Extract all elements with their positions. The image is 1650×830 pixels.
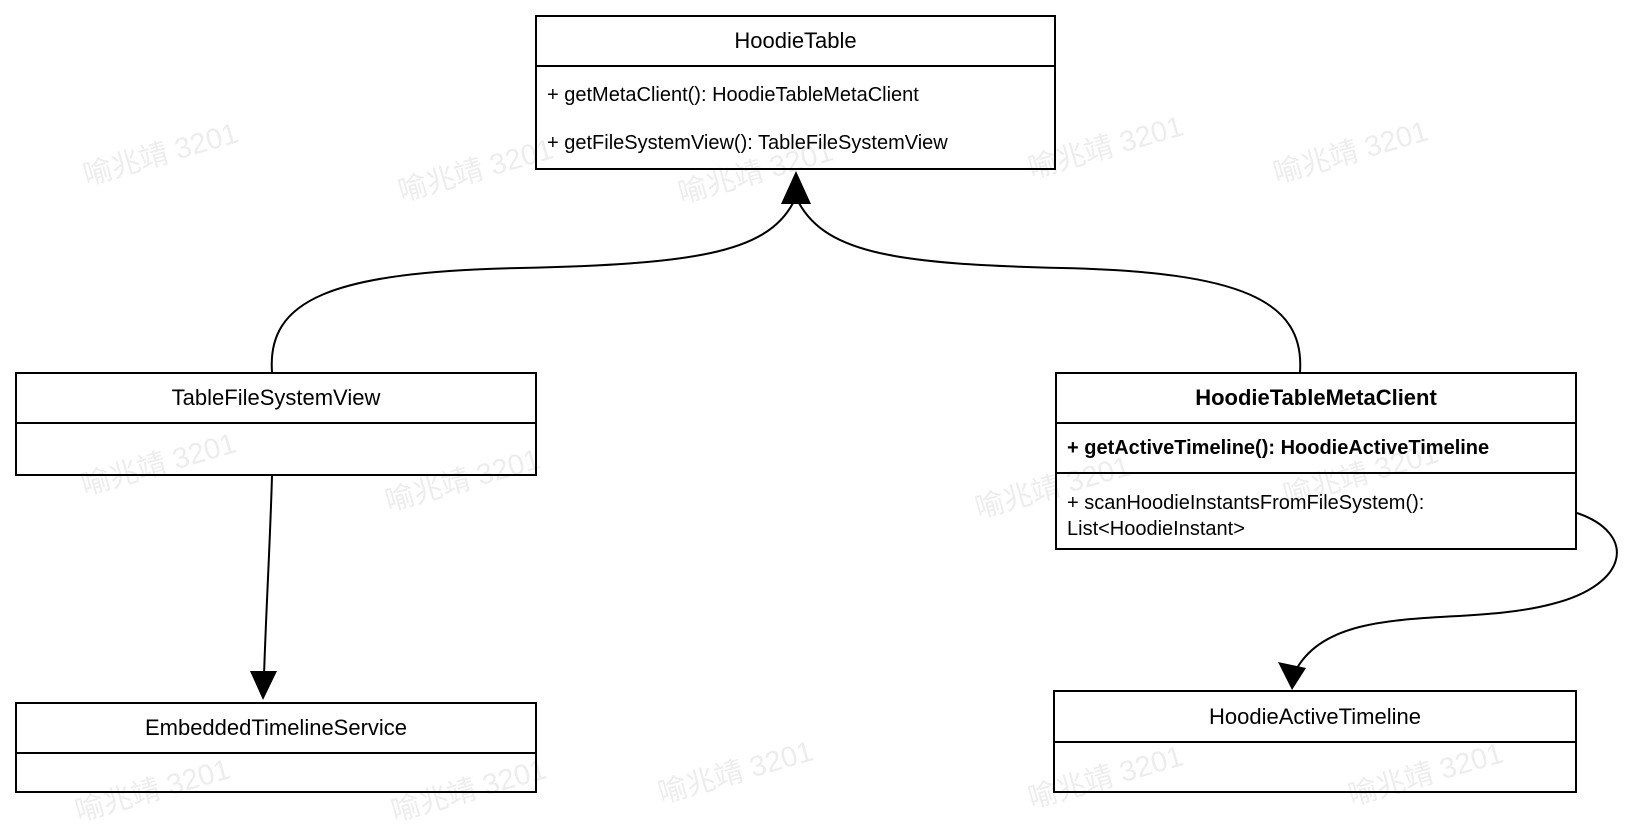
class-box-hoodie-table: HoodieTable + getMetaClient(): HoodieTab… — [535, 15, 1056, 170]
class-box-hoodie-active-timeline: HoodieActiveTimeline — [1053, 690, 1577, 793]
class-method: + getMetaClient(): HoodieTableMetaClient — [547, 83, 919, 106]
watermark-text: 喻兆靖 3201 — [654, 735, 817, 811]
class-methods: + getMetaClient(): HoodieTableMetaClient… — [537, 67, 1054, 167]
class-title: HoodieTable — [537, 17, 1054, 67]
class-title: EmbeddedTimelineService — [17, 704, 535, 754]
class-method: + scanHoodieInstantsFromFileSystem(): Li… — [1067, 492, 1425, 540]
watermark-text: 喻兆靖 3201 — [79, 117, 242, 193]
class-title: TableFileSystemView — [17, 374, 535, 424]
class-method: + getFileSystemView(): TableFileSystemVi… — [547, 131, 948, 154]
empty-compartment — [17, 424, 535, 474]
class-box-table-file-system-view: TableFileSystemView — [15, 372, 537, 476]
class-title: HoodieActiveTimeline — [1055, 692, 1575, 743]
empty-compartment — [17, 754, 535, 791]
class-title: HoodieTableMetaClient — [1057, 374, 1575, 424]
empty-compartment — [1055, 743, 1575, 791]
class-box-embedded-timeline-service: EmbeddedTimelineService — [15, 702, 537, 793]
watermark-text: 喻兆靖 3201 — [1269, 115, 1432, 191]
class-method: + getActiveTimeline(): HoodieActiveTimel… — [1067, 436, 1490, 459]
watermark-text: 喻兆靖 3201 — [394, 133, 557, 209]
class-box-hoodie-table-meta-client: HoodieTableMetaClient + getActiveTimelin… — [1055, 372, 1577, 550]
